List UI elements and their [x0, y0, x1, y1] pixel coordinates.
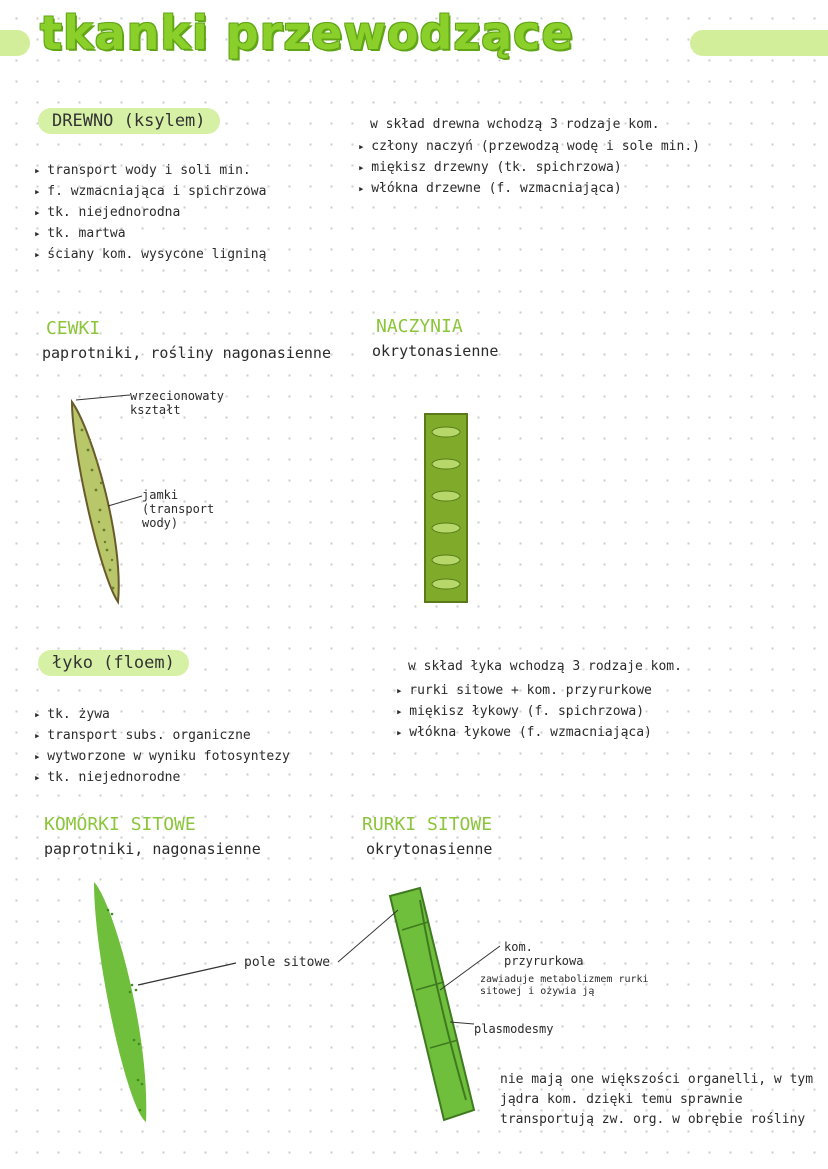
- xylem-composition-item: człony naczyń (przewodzą wodę i sole min…: [358, 136, 700, 157]
- title-accent-left: [0, 30, 30, 56]
- title-accent-right: [690, 30, 828, 56]
- sieve-tube-note: nie mają one większości organelli, w tym…: [500, 1072, 814, 1127]
- phloem-composition-intro: w skład łyka wchodzą 3 rodzaje kom.: [408, 659, 682, 674]
- xylem-bullet: transport wody i soli min.: [34, 160, 266, 181]
- companion-cell-label: kom. przyrurkowa: [504, 940, 584, 968]
- tracheids-heading: CEWKI: [46, 318, 101, 339]
- vessel-illustration: [424, 413, 468, 603]
- xylem-composition-item: włókna drzewne (f. wzmacniająca): [358, 178, 700, 199]
- xylem-pill: DREWNO (ksylem): [38, 108, 220, 134]
- phloem-composition-item: rurki sitowe + kom. przyrurkowe: [396, 680, 652, 701]
- phloem-composition: rurki sitowe + kom. przyrurkowe miękisz …: [396, 680, 652, 743]
- xylem-composition: człony naczyń (przewodzą wodę i sole min…: [358, 136, 700, 199]
- sieve-tubes-heading: RURKI SITOWE: [362, 814, 493, 835]
- xylem-composition-item: miękisz drzewny (tk. spichrzowa): [358, 157, 700, 178]
- sieve-area-label: pole sitowe: [244, 955, 331, 970]
- sieve-tubes-subtitle: okrytonasienne: [366, 840, 493, 858]
- xylem-bullet: tk. martwa: [34, 223, 266, 244]
- sieve-cells-heading: KOMÓRKI SITOWE: [44, 814, 196, 835]
- phloem-pill: łyko (floem): [38, 650, 189, 676]
- phloem-bullet: transport subs. organiczne: [34, 725, 290, 746]
- xylem-bullet: tk. niejednorodna: [34, 202, 266, 223]
- vessels-subtitle: okrytonasienne: [372, 342, 499, 360]
- tracheid-illustration: [70, 394, 143, 605]
- phloem-composition-item: miękisz łykowy (f. spichrzowa): [396, 701, 652, 722]
- tracheids-subtitle: paprotniki, rośliny nagonasienne: [42, 344, 331, 362]
- phloem-bullet: wytworzone w wyniku fotosyntezy: [34, 746, 290, 767]
- phloem-bullet: tk. żywa: [34, 704, 290, 725]
- vessels-heading: NACZYNIA: [376, 316, 463, 337]
- companion-cell-description: zawiaduje metabolizmem rurki sitowej i o…: [480, 974, 649, 997]
- xylem-bullets: transport wody i soli min. f. wzmacniają…: [34, 160, 266, 265]
- phloem-composition-item: włókna łykowe (f. wzmacniająca): [396, 722, 652, 743]
- tracheid-shape-label: wrzecionowaty kształt: [130, 389, 224, 417]
- xylem-bullet: ściany kom. wysycone ligniną: [34, 244, 266, 265]
- sieve-tube-illustration: [337, 886, 501, 1122]
- plasmodesmata-label: plasmodesmy: [474, 1022, 554, 1036]
- phloem-bullet: tk. niejednorodne: [34, 767, 290, 788]
- xylem-bullet: f. wzmacniająca i spichrzowa: [34, 181, 266, 202]
- sieve-cell-illustration: [94, 882, 237, 1122]
- phloem-bullets: tk. żywa transport subs. organiczne wytw…: [34, 704, 290, 788]
- xylem-composition-intro: w skład drewna wchodzą 3 rodzaje kom.: [370, 117, 660, 132]
- page-title: tkanki przewodzące: [40, 6, 574, 60]
- sieve-cells-subtitle: paprotniki, nagonasienne: [44, 840, 261, 858]
- tracheid-pits-label: jamki (transport wody): [142, 488, 215, 530]
